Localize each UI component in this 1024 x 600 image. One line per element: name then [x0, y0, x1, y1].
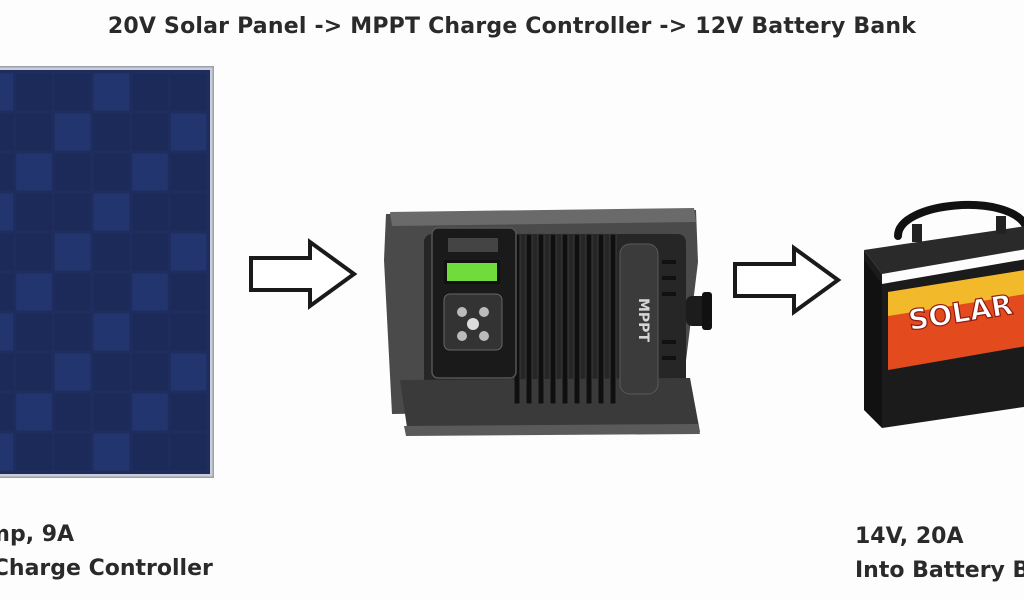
solar-cell: [54, 153, 91, 191]
diagram-title: 20V Solar Panel -> MPPT Charge Controlle…: [107, 14, 917, 39]
solar-cell: [93, 193, 130, 231]
solar-cell: [0, 273, 14, 311]
mppt-controller-image: MPPT: [384, 208, 712, 436]
solar-cell: [132, 73, 168, 111]
solar-cell: [16, 153, 52, 191]
solar-cell: [170, 353, 207, 391]
solar-cell: [132, 353, 168, 391]
hollow-arrow-right-icon: [249, 238, 358, 310]
solar-cell: [54, 113, 91, 151]
solar-panel-image: [0, 66, 214, 478]
solar-cell: [93, 233, 130, 271]
solar-cell: [16, 233, 52, 271]
left-caption-line1: Vmp, 9A: [0, 522, 75, 547]
right-caption-line1: 14V, 20A: [855, 524, 964, 549]
solar-cell: [0, 313, 14, 351]
solar-cell: [170, 153, 207, 191]
solar-cell: [132, 433, 168, 471]
solar-cell: [16, 193, 52, 231]
solar-cell: [170, 313, 207, 351]
solar-cell: [54, 193, 91, 231]
solar-cell: [93, 273, 130, 311]
left-caption: Vmp, 9A o Charge Controller: [0, 518, 213, 586]
solar-cell: [54, 313, 91, 351]
solar-cell: [54, 353, 91, 391]
right-caption-line2: Into Battery B: [855, 558, 1024, 583]
solar-cell: [16, 273, 52, 311]
solar-cell: [93, 153, 130, 191]
solar-cell: [16, 433, 52, 471]
solar-cell: [170, 433, 207, 471]
solar-cell: [0, 153, 14, 191]
hollow-arrow-right-icon: [733, 244, 842, 316]
solar-cell: [16, 113, 52, 151]
solar-cell: [54, 393, 91, 431]
solar-cell: [54, 433, 91, 471]
solar-cell: [0, 193, 14, 231]
solar-cell: [0, 113, 14, 151]
solar-cell: [54, 73, 91, 111]
right-caption: 14V, 20A Into Battery B: [855, 520, 1024, 588]
solar-cell: [132, 153, 168, 191]
mppt-rail-text: MPPT: [635, 298, 651, 342]
solar-cell: [132, 113, 168, 151]
solar-cell: [170, 273, 207, 311]
solar-cell: [170, 233, 207, 271]
solar-cell: [54, 273, 91, 311]
solar-cell: [132, 193, 168, 231]
battery-image: SOLAR: [864, 200, 1024, 428]
solar-cell: [93, 73, 130, 111]
solar-cell: [0, 233, 14, 271]
solar-cell: [16, 73, 52, 111]
left-caption-line2: o Charge Controller: [0, 556, 213, 581]
solar-cell: [132, 233, 168, 271]
solar-cell: [132, 313, 168, 351]
solar-cell: [132, 393, 168, 431]
solar-cell: [93, 113, 130, 151]
solar-cell: [93, 353, 130, 391]
solar-cell: [0, 73, 14, 111]
solar-cell: [0, 393, 14, 431]
solar-cell: [93, 313, 130, 351]
solar-cell: [16, 393, 52, 431]
solar-cell: [54, 233, 91, 271]
solar-cell: [93, 393, 130, 431]
solar-cell: [170, 193, 207, 231]
solar-cell: [0, 353, 14, 391]
solar-cell: [170, 393, 207, 431]
solar-cell: [132, 273, 168, 311]
solar-cell: [170, 113, 207, 151]
solar-cell: [16, 353, 52, 391]
solar-cell: [0, 433, 14, 471]
solar-cell: [93, 433, 130, 471]
solar-cell: [16, 313, 52, 351]
solar-cell: [170, 73, 207, 111]
